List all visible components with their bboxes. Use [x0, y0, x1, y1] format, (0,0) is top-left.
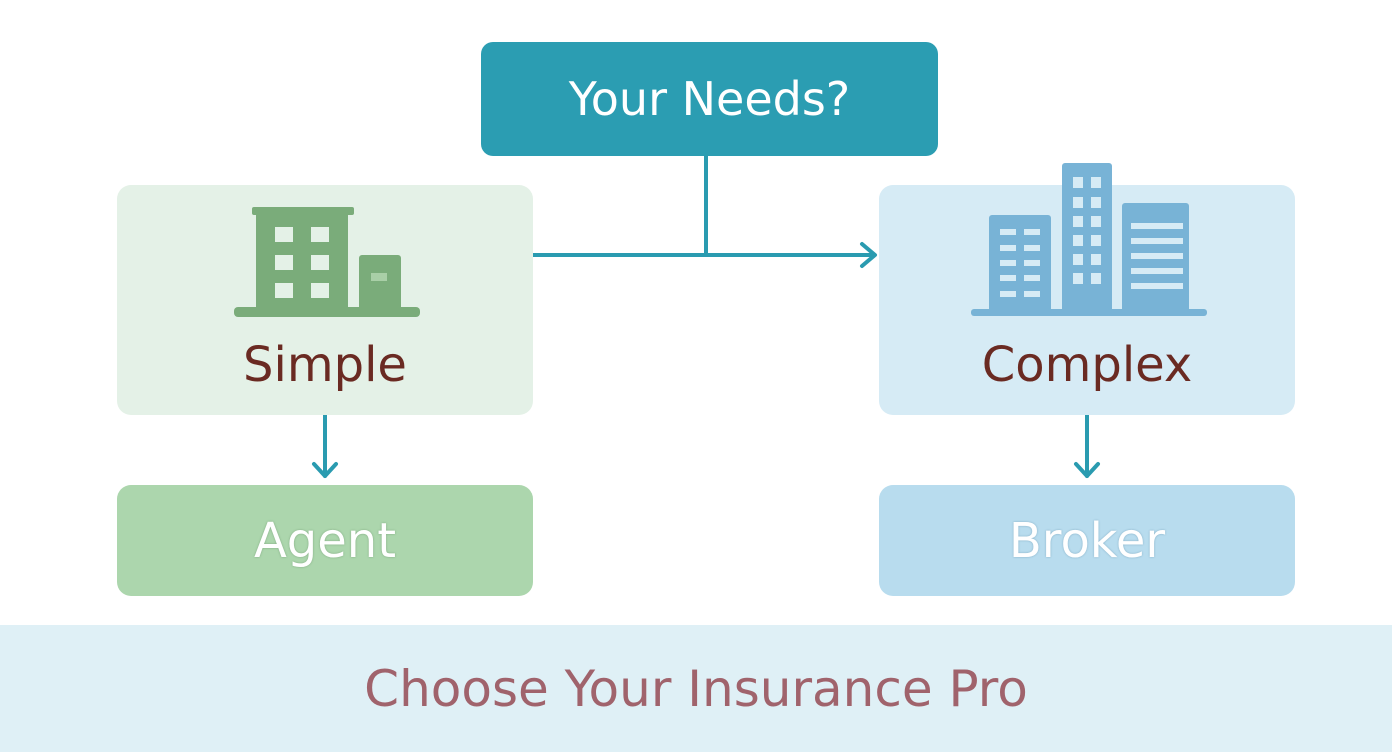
question-box: Your Needs?	[481, 42, 938, 156]
broker-box: Broker	[879, 485, 1295, 596]
footer-title: Choose Your Insurance Pro	[364, 659, 1028, 718]
small-building-icon	[234, 207, 420, 317]
complex-label: Complex	[981, 337, 1193, 393]
agent-label: Agent	[253, 512, 397, 569]
complex-box: Complex	[879, 163, 1295, 415]
arrowhead-right	[860, 242, 877, 268]
broker-label: Broker	[1008, 512, 1166, 569]
office-towers-icon	[971, 163, 1207, 316]
footer-banner: Choose Your Insurance Pro	[0, 625, 1392, 752]
arrowhead-broker	[1074, 462, 1100, 478]
simple-label: Simple	[243, 337, 407, 393]
question-label: Your Needs?	[568, 72, 851, 126]
simple-box: Simple	[117, 185, 533, 415]
arrowhead-agent	[312, 462, 338, 478]
agent-box: Agent	[117, 485, 533, 596]
